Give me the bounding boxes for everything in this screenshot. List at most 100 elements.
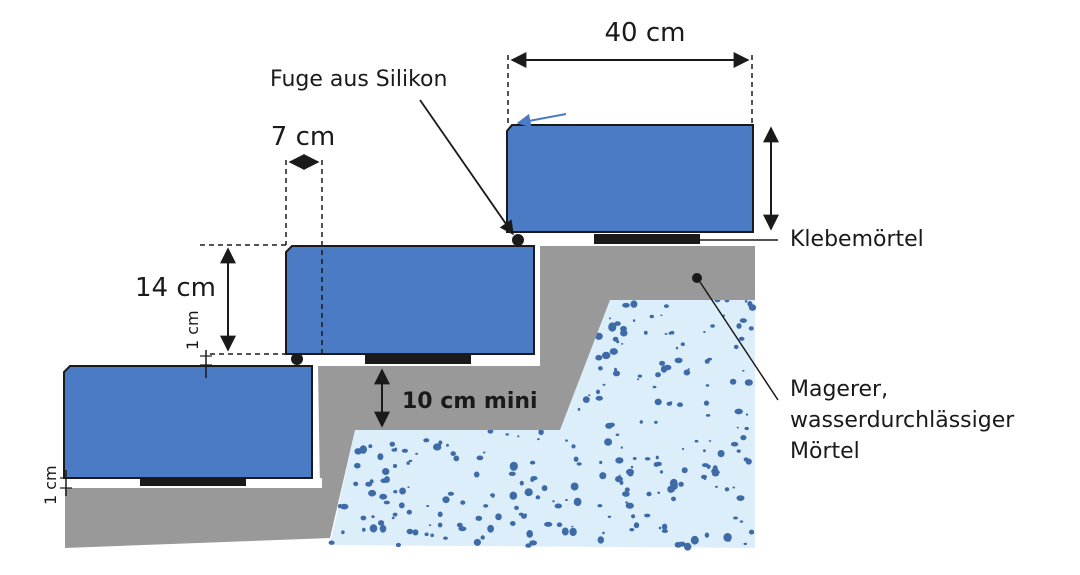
gravel-dot — [602, 351, 611, 360]
gravel-dot — [565, 499, 568, 501]
gravel-dot — [702, 463, 709, 468]
gravel-dot — [529, 460, 536, 465]
label-1cm-upper: 1 cm — [183, 310, 202, 350]
gravel-dot — [729, 378, 737, 385]
gravel-dot — [714, 485, 718, 488]
gravel-dot — [736, 426, 739, 429]
adhesive-pad-3 — [594, 234, 700, 244]
gravel-dot — [622, 302, 630, 308]
gravel-dot — [426, 505, 430, 507]
gravel-dot — [433, 443, 442, 451]
gravel-dot — [475, 515, 483, 521]
gravel-dot — [602, 383, 606, 386]
mortar-bed — [65, 246, 755, 548]
gravel-dot — [733, 344, 739, 350]
gravel-dot — [637, 378, 640, 381]
gravel-dot — [703, 331, 706, 333]
gravel-dot — [704, 359, 710, 364]
gravel-dot — [401, 448, 408, 453]
label-mortar-line2: wasserdurchlässiger — [790, 408, 1015, 433]
gravel-dot — [595, 354, 603, 361]
gravel-dot — [652, 385, 657, 389]
gravel-dot — [740, 435, 747, 441]
gravel-dot — [473, 538, 481, 546]
gravel-dot — [524, 488, 533, 497]
gravel-dot — [630, 465, 634, 469]
adhesive-pad-2 — [365, 354, 471, 364]
gravel-dot — [337, 504, 342, 509]
gravel-dot — [655, 455, 659, 460]
gravel-dot — [674, 357, 683, 364]
label-14cm: 14 cm — [135, 273, 216, 303]
gravel-dot — [643, 330, 648, 335]
gravel-dot — [588, 394, 591, 397]
gravel-dot — [438, 440, 443, 446]
gravel-dot — [625, 502, 634, 509]
gravel-dot — [407, 486, 410, 488]
gravel-dot — [595, 332, 603, 340]
gravel-dot — [607, 515, 612, 518]
gravel-dot — [597, 504, 603, 508]
gravel-dot — [424, 532, 429, 537]
silicone-joint-2 — [512, 234, 524, 246]
gravel-dot — [573, 456, 579, 462]
gravel-dot — [705, 414, 711, 417]
gravel-dot — [377, 453, 384, 461]
gravel-dot — [341, 530, 345, 535]
gravel-dot — [384, 476, 390, 483]
silicone-joint-1 — [291, 353, 303, 365]
gravel-dot — [519, 480, 524, 486]
gravel-dot — [353, 481, 359, 487]
gravel-dot — [395, 542, 401, 548]
mortar-leader — [699, 281, 779, 401]
gravel-dot — [663, 304, 669, 308]
gravel-dots — [328, 298, 757, 551]
gravel-dot — [428, 524, 432, 527]
gravel-dot — [446, 443, 449, 447]
gravel-dot — [505, 433, 510, 436]
gravel-dot — [681, 467, 688, 474]
gravel-dot — [703, 400, 710, 406]
step-block-3 — [506, 124, 754, 233]
gravel-dot — [749, 529, 755, 535]
gravel-dot — [705, 384, 710, 387]
gravel-dot — [582, 396, 590, 403]
gravel-dot — [514, 505, 519, 510]
gravel-dot — [620, 325, 627, 332]
gravel-dot — [694, 439, 699, 443]
step-block-2 — [285, 245, 535, 355]
gravel-dot — [670, 330, 675, 335]
gravel-dot — [430, 533, 435, 538]
gravel-dot — [630, 300, 638, 308]
gravel-dot — [391, 448, 398, 452]
gravel-dot — [639, 420, 643, 424]
gravel-dot — [340, 503, 349, 510]
gravel-dot — [708, 440, 712, 442]
gravel-dot — [573, 497, 582, 507]
gravel-dot — [690, 535, 699, 545]
gravel-dot — [458, 526, 467, 532]
gravel-dot — [655, 372, 661, 378]
gravel-dot — [378, 520, 385, 526]
gravel-dot — [406, 528, 414, 535]
gravel-dot — [537, 438, 540, 441]
gravel-dot — [671, 488, 675, 492]
gravel-dot — [723, 533, 732, 542]
gravel-dot — [683, 369, 691, 376]
gravel-dot — [535, 495, 541, 500]
gravel-dot — [620, 343, 624, 345]
gravel-dot — [612, 370, 621, 377]
gravel-dot — [712, 471, 719, 477]
adhesive-pad-1 — [140, 476, 246, 486]
gravel-dot — [654, 420, 658, 424]
gravel-dot — [736, 449, 741, 453]
step-block-1 — [63, 365, 313, 479]
gravel-dot — [597, 536, 604, 544]
gravel-base — [330, 300, 755, 548]
gravel-dot — [743, 542, 748, 546]
gravel-dot — [392, 512, 398, 517]
label-mortar-line3: Mörtel — [790, 439, 860, 464]
gravel-dot — [744, 379, 753, 386]
gravel-dot — [609, 348, 618, 355]
gravel-dot — [675, 346, 679, 350]
